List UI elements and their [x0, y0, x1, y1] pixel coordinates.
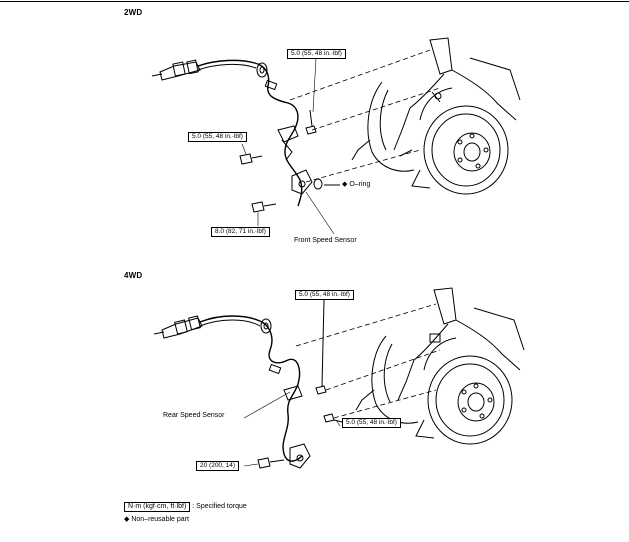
two-wd-o-ring	[313, 178, 323, 190]
two-wd-drawing	[151, 37, 521, 235]
four-wd-heading: 4WD	[124, 271, 143, 280]
four-wd-brake-assembly	[355, 287, 525, 445]
legend-non-reusable: ◆ Non–reusable part	[124, 516, 189, 523]
legend-torque-row: N·m (kgf·cm, ft·lbf) : Specified torque	[124, 502, 247, 512]
two-wd-bolt-2	[239, 153, 263, 165]
four-wd-bolt-2	[323, 413, 343, 423]
two-wd-heading: 2WD	[124, 8, 143, 17]
two-wd-harness	[197, 59, 303, 207]
two-wd-torque-label-1: 5.0 (55, 48 in.·lbf)	[287, 49, 346, 59]
two-wd-bolt-1	[305, 109, 317, 135]
legend-torque-unit: N·m (kgf·cm, ft·lbf)	[124, 502, 191, 512]
four-wd-bolt-1	[315, 299, 327, 395]
two-wd-torque-label-2: 5.0 (55, 48 in.·lbf)	[188, 132, 247, 142]
two-wd-connector	[151, 59, 201, 81]
four-wd-bolt-3	[257, 457, 285, 469]
four-wd-harness	[199, 315, 303, 462]
four-wd-drawing	[153, 287, 525, 469]
o-ring-callout: ◆ O–ring	[342, 181, 371, 188]
rear-speed-sensor-callout: Rear Speed Sensor	[163, 412, 225, 419]
four-wd-torque-label-3: 20 (200, 14)	[196, 461, 240, 471]
two-wd-brake-assembly	[351, 37, 521, 195]
front-speed-sensor-callout: Front Speed Sensor	[294, 237, 357, 244]
four-wd-torque-label-2: 5.0 (55, 48 in.·lbf)	[342, 418, 401, 428]
four-wd-torque-label-1: 5.0 (55, 48 in.·lbf)	[295, 290, 354, 300]
two-wd-bolt-3	[251, 201, 277, 213]
top-divider	[0, 1, 629, 2]
four-wd-connector	[153, 315, 203, 339]
legend-torque-desc: : Specified torque	[192, 503, 247, 510]
two-wd-torque-label-3: 8.0 (82, 71 in.·lbf)	[211, 227, 270, 237]
